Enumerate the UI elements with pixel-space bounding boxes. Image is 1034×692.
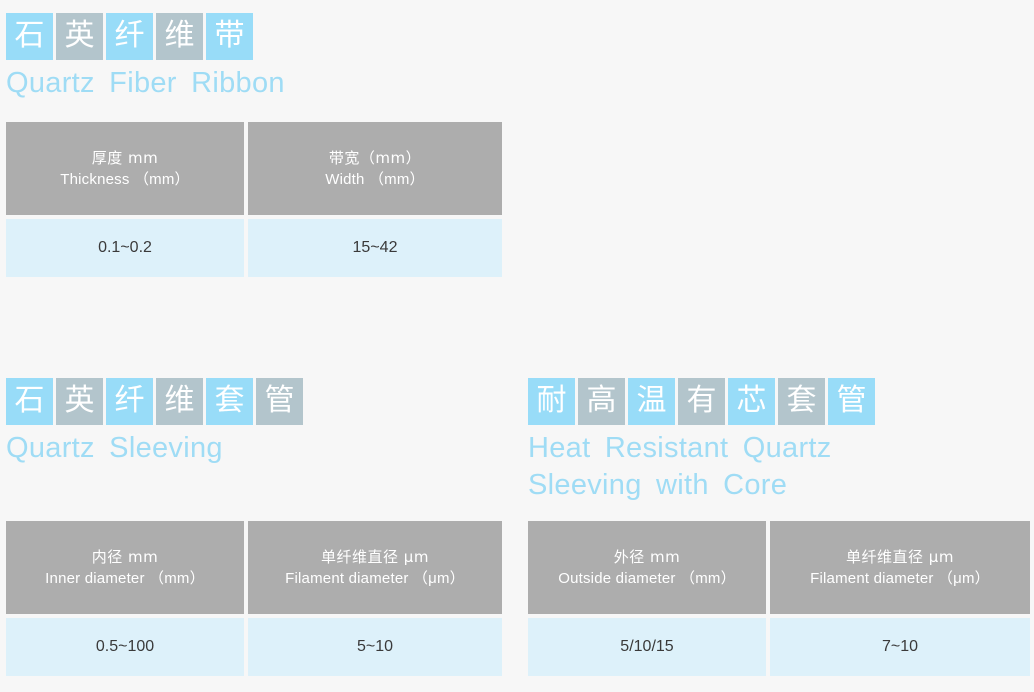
- spec-value-cell: 5~10: [248, 618, 502, 676]
- spec-value-cell: 0.5~100: [6, 618, 244, 676]
- spec-column: 外径 mm Outside diameter （mm） 5/10/15: [528, 521, 766, 676]
- title-tile-char: 管: [828, 378, 875, 425]
- spec-header-cn: 厚度 mm: [91, 148, 159, 167]
- section-subtitle-core: Heat Resistant Quartz Sleeving with Core: [528, 432, 832, 501]
- spec-header-cell: 内径 mm Inner diameter （mm）: [6, 521, 244, 614]
- title-tile-char: 纤: [106, 378, 153, 425]
- spec-header-en: Filament diameter （μm）: [285, 569, 465, 587]
- spec-column: 单纤维直径 μm Filament diameter （μm） 7~10: [770, 521, 1030, 676]
- spec-value-cell: 5/10/15: [528, 618, 766, 676]
- spec-column: 单纤维直径 μm Filament diameter （μm） 5~10: [248, 521, 502, 676]
- title-tile-char: 温: [628, 378, 675, 425]
- title-tile-char: 套: [206, 378, 253, 425]
- title-tiles-ribbon: 石 英 纤 维 带: [6, 13, 285, 60]
- title-tile-char: 套: [778, 378, 825, 425]
- title-tile-char: 芯: [728, 378, 775, 425]
- spec-header-cn: 内径 mm: [91, 547, 159, 566]
- spec-header-cn: 带宽（mm）: [328, 148, 422, 167]
- spec-header-cn: 单纤维直径 μm: [321, 547, 429, 566]
- section-subtitle-sleeving: Quartz Sleeving: [6, 432, 223, 464]
- spec-value-cell: 15~42: [248, 219, 502, 277]
- spec-value-cell: 0.1~0.2: [6, 219, 244, 277]
- spec-header-en: Outside diameter （mm）: [558, 569, 736, 587]
- spec-value-cell: 7~10: [770, 618, 1030, 676]
- spec-table-core: 外径 mm Outside diameter （mm） 5/10/15 单纤维直…: [528, 521, 1030, 676]
- section-heat-resistant-quartz-sleeving-with-core: 耐 高 温 有 芯 套 管 Heat Resistant Quartz Slee…: [528, 378, 875, 504]
- section-quartz-sleeving: 石 英 纤 维 套 管 Quartz Sleeving: [6, 378, 303, 467]
- spec-header-cell: 单纤维直径 μm Filament diameter （μm）: [770, 521, 1030, 614]
- title-tile-char: 维: [156, 13, 203, 60]
- spec-header-cn: 单纤维直径 μm: [846, 547, 954, 566]
- title-tile-char: 纤: [106, 13, 153, 60]
- spec-header-en: Inner diameter （mm）: [45, 569, 205, 587]
- spec-header-cell: 厚度 mm Thickness （mm）: [6, 122, 244, 215]
- spec-header-en: Thickness （mm）: [60, 170, 190, 188]
- title-tile-char: 有: [678, 378, 725, 425]
- spec-header-en: Filament diameter （μm）: [810, 569, 990, 587]
- title-tile-char: 英: [56, 13, 103, 60]
- title-tile-char: 石: [6, 378, 53, 425]
- spec-header-en: Width （mm）: [325, 170, 425, 188]
- title-tile-char: 高: [578, 378, 625, 425]
- spec-header-cell: 带宽（mm） Width （mm）: [248, 122, 502, 215]
- spec-header-cell: 单纤维直径 μm Filament diameter （μm）: [248, 521, 502, 614]
- title-tiles-sleeving: 石 英 纤 维 套 管: [6, 378, 303, 425]
- spec-table-sleeving: 内径 mm Inner diameter （mm） 0.5~100 单纤维直径 …: [6, 521, 502, 676]
- title-tile-char: 带: [206, 13, 253, 60]
- title-tile-char: 耐: [528, 378, 575, 425]
- section-quartz-fiber-ribbon: 石 英 纤 维 带 Quartz Fiber Ribbon: [6, 13, 285, 102]
- section-subtitle-ribbon: Quartz Fiber Ribbon: [6, 67, 285, 99]
- title-tiles-core: 耐 高 温 有 芯 套 管: [528, 378, 875, 425]
- title-tile-char: 石: [6, 13, 53, 60]
- title-tile-char: 英: [56, 378, 103, 425]
- spec-column: 内径 mm Inner diameter （mm） 0.5~100: [6, 521, 244, 676]
- spec-header-cn: 外径 mm: [613, 547, 681, 566]
- title-tile-char: 管: [256, 378, 303, 425]
- title-tile-char: 维: [156, 378, 203, 425]
- spec-table-ribbon: 厚度 mm Thickness （mm） 0.1~0.2 带宽（mm） Widt…: [6, 122, 502, 277]
- spec-column: 厚度 mm Thickness （mm） 0.1~0.2: [6, 122, 244, 277]
- spec-column: 带宽（mm） Width （mm） 15~42: [248, 122, 502, 277]
- spec-header-cell: 外径 mm Outside diameter （mm）: [528, 521, 766, 614]
